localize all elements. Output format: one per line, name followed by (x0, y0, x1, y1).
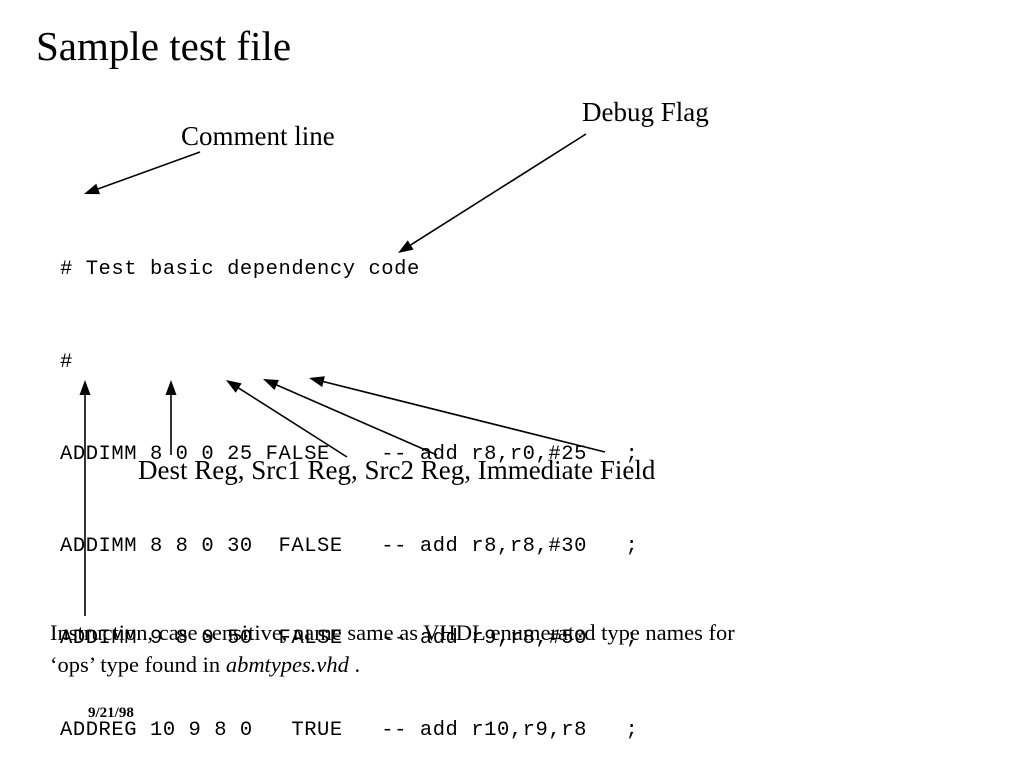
code-line: # Test basic dependency code (60, 258, 420, 282)
arrow-comment-line-to-hash (84, 151, 201, 195)
note-line-2-suffix: . (348, 652, 361, 677)
code-line: ADDIMM 9 8 0 50 FALSE -- add r9,r8,#50 ; (60, 626, 639, 650)
note-line-1: Instruction, case sensitive, name same a… (50, 620, 735, 645)
instruction-note: Instruction, case sensitive, name same a… (50, 617, 950, 681)
note-filename: abmtypes.vhd (225, 652, 349, 677)
code-line: # (60, 350, 73, 374)
page-title: Sample test file (36, 23, 292, 69)
code-listing: # Test basic dependency code # ADDIMM 8 … (60, 194, 638, 768)
code-line: ADDIMM 8 8 0 30 FALSE -- add r8,r8,#30 ; (60, 534, 639, 558)
code-line: ADDIMM 8 0 0 25 FALSE -- add r8,r0,#25 ; (60, 442, 639, 466)
date-stamp: 9/21/98 (88, 705, 134, 721)
note-line-2-prefix: ‘ops’ type found in (50, 652, 226, 677)
callout-comment-line: Comment line (181, 121, 335, 151)
code-line: ADDREG 10 9 8 0 TRUE -- add r10,r9,r8 ; (60, 718, 639, 742)
callout-operand-fields: Dest Reg, Src1 Reg, Src2 Reg, Immediate … (138, 455, 656, 485)
callout-debug-flag: Debug Flag (582, 97, 709, 127)
